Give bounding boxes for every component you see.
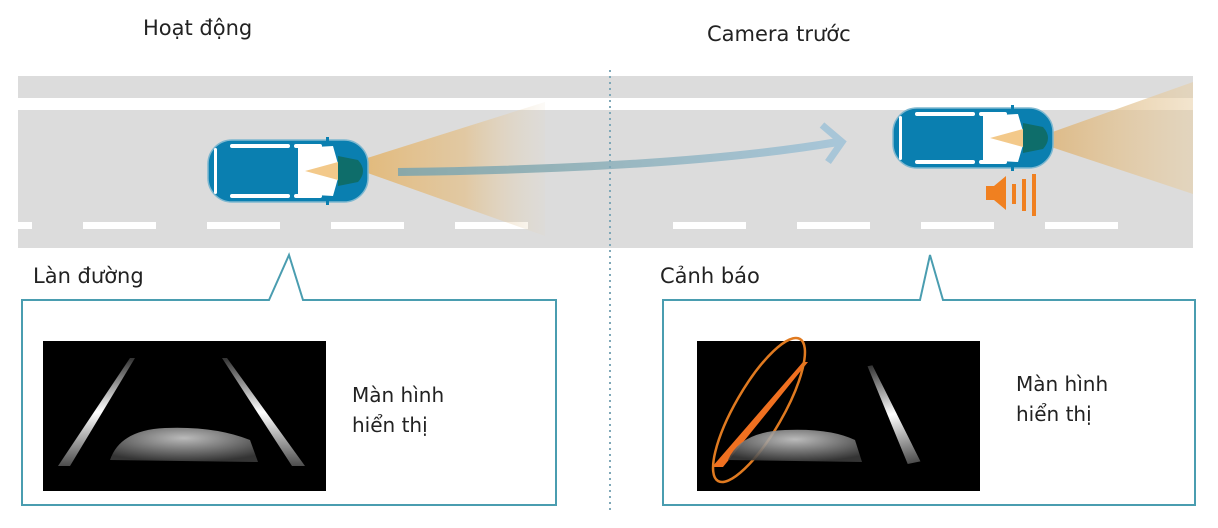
left-callout-label: Làn đường (33, 264, 144, 288)
road-edge-line (18, 98, 1193, 110)
left-display-caption: Màn hình hiển thị (352, 380, 444, 440)
right-callout-label: Cảnh báo (660, 264, 760, 288)
curved-arrow-icon (397, 122, 847, 176)
left-caption-line1: Màn hình (352, 383, 445, 407)
right-display-caption: Màn hình hiển thị (1016, 369, 1108, 429)
right-panel-title: Camera trước (707, 22, 851, 46)
left-caption-line2: hiển thị (352, 413, 428, 437)
left-panel-title: Hoạt động (143, 16, 253, 40)
car-top-view-icon (207, 137, 369, 205)
lane-display-warning (697, 336, 980, 491)
speaker-warning-icon (986, 174, 1036, 216)
car-top-view-icon (892, 105, 1054, 171)
camera-beam-icon (1030, 82, 1193, 194)
lane-display-normal (43, 341, 326, 491)
right-caption-line1: Màn hình (1016, 372, 1109, 396)
right-caption-line2: hiển thị (1016, 402, 1092, 426)
lane-dashes (18, 222, 1118, 229)
